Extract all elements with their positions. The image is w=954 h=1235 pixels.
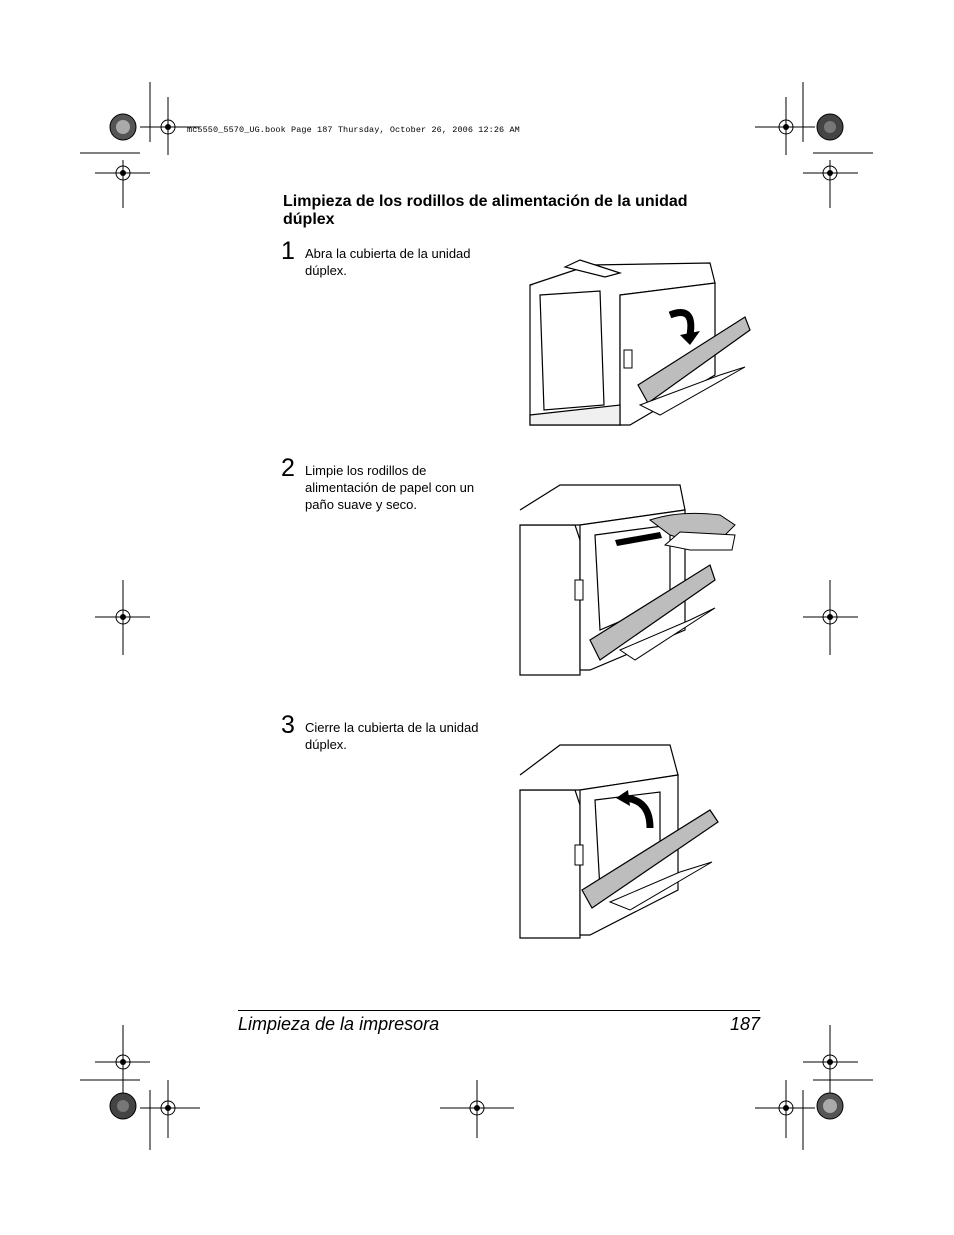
step-1-number: 1 xyxy=(281,237,295,265)
step-1-text: Abra la cubierta de la unidad dúplex. xyxy=(305,246,471,278)
footer-title: Limpieza de la impresora xyxy=(238,1014,440,1034)
step-3-text: Cierre la cubierta de la unidad dúplex. xyxy=(305,720,479,752)
printer-illustration-clean-rollers xyxy=(519,484,736,676)
step-2-number: 2 xyxy=(281,454,295,482)
page-number: 187 xyxy=(729,1014,760,1034)
print-header: mc5550_5570_UG.book Page 187 Thursday, O… xyxy=(187,125,520,135)
printer-illustration-close-cover xyxy=(519,744,719,939)
step-2-text: Limpie los rodillos de alimentación de p… xyxy=(305,463,475,512)
step-3-number: 3 xyxy=(281,711,295,739)
printer-illustration-open-cover xyxy=(529,259,751,426)
section-title: Limpieza de los rodillos de alimentación… xyxy=(283,193,688,228)
footer-rule xyxy=(238,1010,760,1011)
